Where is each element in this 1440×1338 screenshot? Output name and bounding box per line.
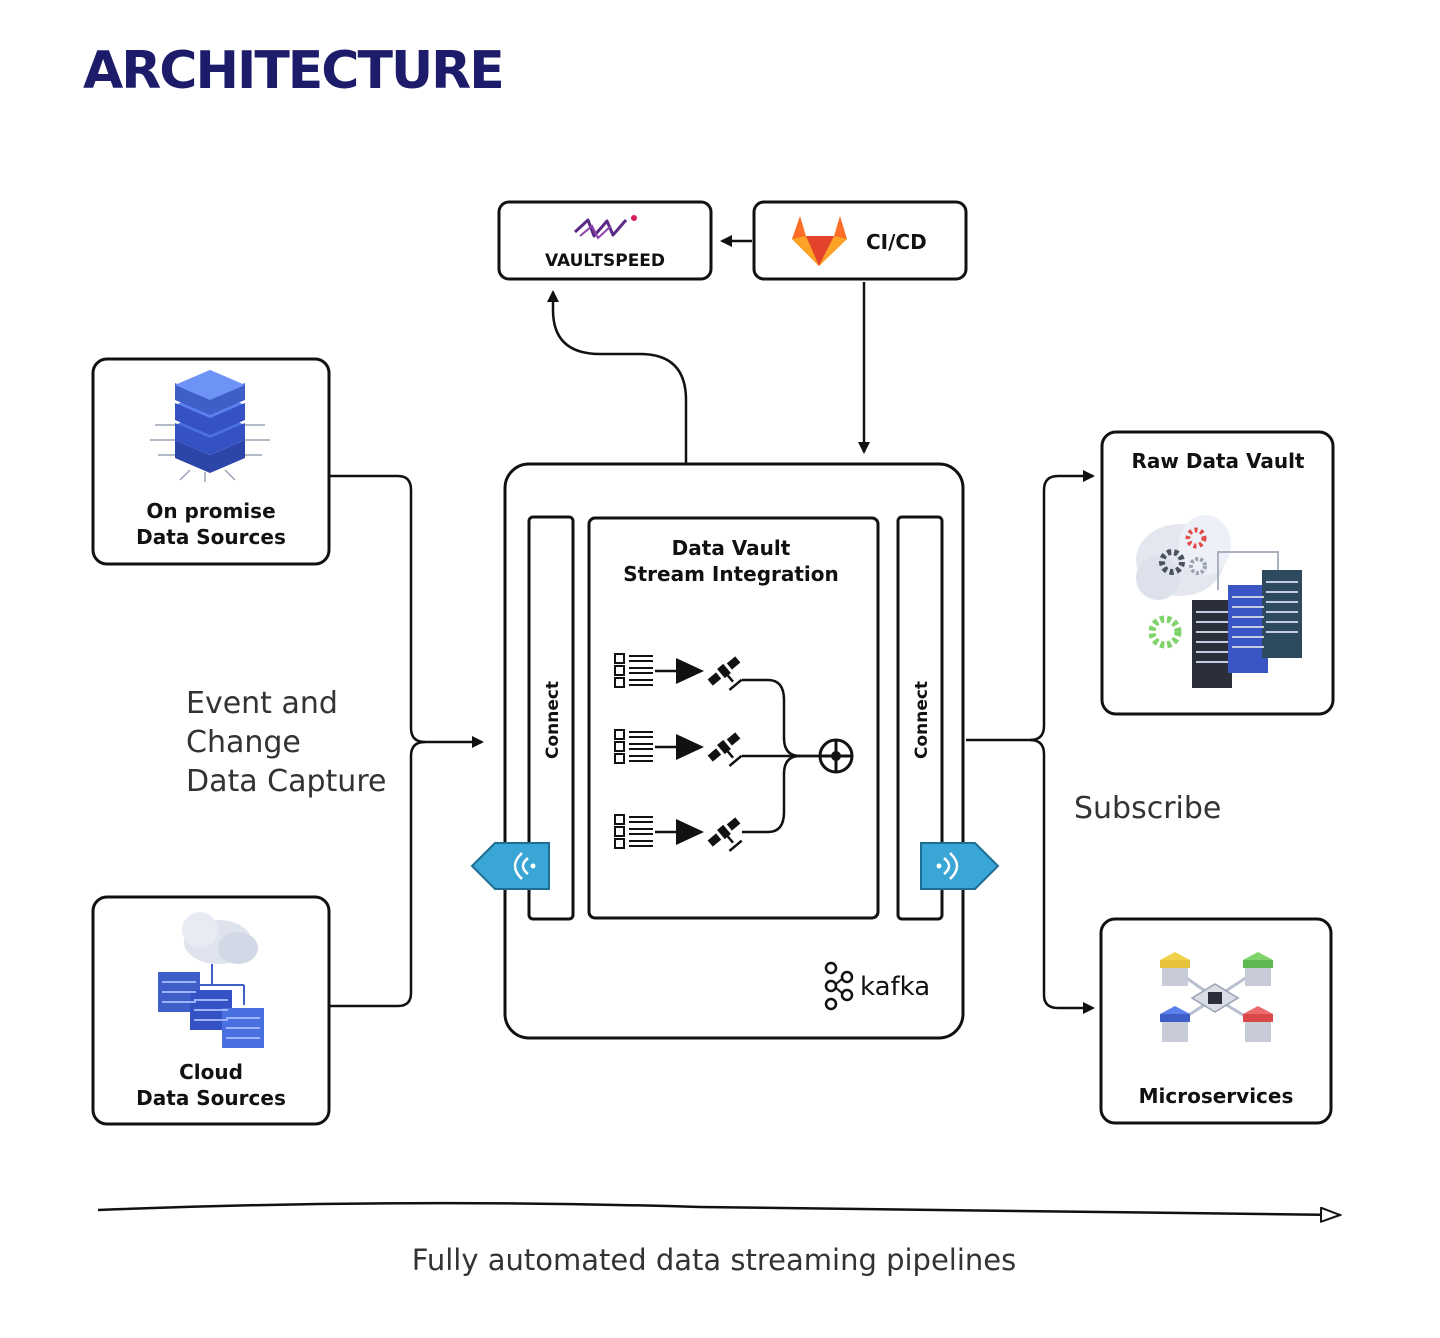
table-list-icon: [614, 814, 653, 849]
connect-right-panel: [896, 515, 944, 921]
capture-label-line3: Data Capture: [186, 764, 386, 799]
on-premise-sources-node: On promise Data Sources: [91, 357, 331, 566]
flow-arrow-head: [676, 734, 704, 760]
cloud-gears-servers-icon: [1136, 515, 1302, 688]
kafka-logo-icon: [824, 961, 854, 1011]
cicd-label: CI/CD: [866, 230, 927, 254]
table-list-icon: [614, 653, 653, 688]
stream-integration-panel: [587, 516, 880, 920]
connect-right-label: Connect: [912, 681, 932, 759]
timeline-arrow: [97, 1201, 1340, 1215]
microservices-network-icon: [1160, 952, 1273, 1042]
server-stack-icon: [150, 370, 270, 482]
stream-row: [614, 814, 743, 852]
wireless-signal-icon: [513, 852, 536, 880]
satellite-icon: [707, 656, 743, 691]
gitlab-fox-icon: [792, 216, 847, 266]
microservices-node: Microservices: [1099, 917, 1333, 1125]
arrow-sources-to-core: [330, 474, 484, 748]
stream-title-line1: Data Vault: [672, 536, 791, 560]
vaultspeed-label: VAULTSPEED: [545, 251, 665, 271]
footer-caption: Fully automated data streaming pipelines: [412, 1243, 1016, 1277]
raw-data-vault-node: Raw Data Vault: [1100, 430, 1335, 716]
cloud-sources-node: Cloud Data Sources: [91, 895, 331, 1126]
flow-arrow-head: [676, 658, 704, 684]
connect-left-panel: [527, 515, 575, 921]
wireless-signal-icon: [936, 852, 959, 880]
stream-row: [614, 653, 743, 691]
merge-hub-icon: [818, 738, 854, 774]
connector-right-badge: [920, 842, 1000, 890]
cicd-node: CI/CD: [752, 200, 968, 281]
connector-left-badge: [470, 842, 550, 890]
kafka-label: kafka: [860, 972, 930, 1002]
flow-arrow-head: [676, 819, 704, 845]
arrow-core-to-vaultspeed: [547, 290, 688, 505]
arrow-core-to-microservices: [1029, 738, 1095, 1014]
merge-line-bottom: [742, 754, 801, 834]
subscribe-label: Subscribe: [1074, 791, 1221, 826]
on-premise-line2: Data Sources: [136, 525, 286, 549]
stream-pipelines: [614, 653, 743, 852]
cloud-line1: Cloud: [179, 1060, 243, 1084]
table-list-icon: [614, 729, 653, 764]
capture-label-line1: Event and: [186, 686, 338, 721]
vaultspeed-node: VAULTSPEED: [497, 200, 713, 281]
satellite-icon: [707, 732, 743, 767]
line-cloud-to-merge: [330, 740, 426, 1008]
on-premise-line1: On promise: [146, 499, 275, 523]
kafka-core-node: Connect Connect Data Vault Stream Integr…: [470, 462, 1000, 1040]
vaultspeed-logo-icon: [573, 215, 637, 240]
arrow-core-to-raw-vault: [966, 470, 1095, 742]
connect-left-label: Connect: [543, 681, 563, 759]
microservices-label: Microservices: [1139, 1084, 1294, 1108]
raw-data-vault-label: Raw Data Vault: [1132, 449, 1305, 473]
stream-title-line2: Stream Integration: [623, 562, 839, 586]
cloud-servers-icon: [158, 912, 264, 1048]
page-title: ARCHITECTURE: [83, 41, 503, 101]
satellite-icon: [707, 817, 743, 852]
capture-label: Event and Change Data Capture: [186, 686, 386, 799]
capture-label-line2: Change: [186, 725, 301, 760]
cloud-line2: Data Sources: [136, 1086, 286, 1110]
stream-row: [614, 729, 743, 767]
